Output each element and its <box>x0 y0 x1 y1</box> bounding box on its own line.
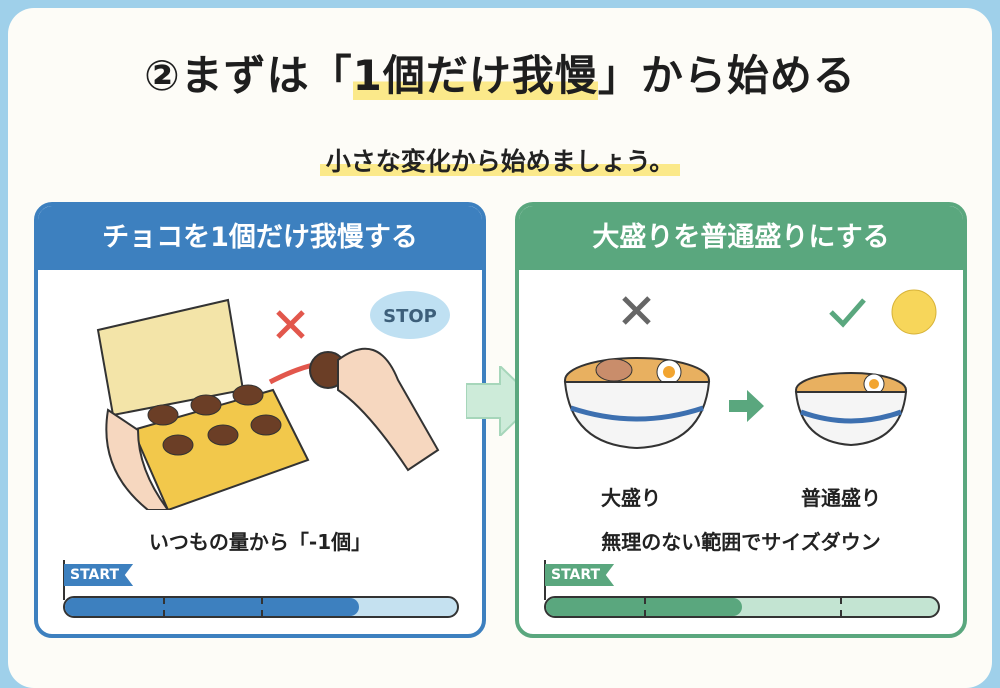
title-suffix: 」から始める <box>597 51 856 100</box>
progress-bar <box>63 596 459 618</box>
progress-tick <box>644 598 646 616</box>
ramen-bowls-illustration <box>563 289 937 450</box>
ramen-panel-header: 大盛りを普通盛りにする <box>519 206 963 270</box>
chocolate-caption: いつもの量から「-1個」 <box>148 530 372 554</box>
smiley-icon <box>891 289 937 335</box>
start-flag: START <box>545 564 615 586</box>
subtitle-text: 小さな変化から始めましょう。 <box>319 147 681 176</box>
title-highlight: 1個だけ我慢 <box>352 51 598 100</box>
page-title: ②まずは「1個だけ我慢」から始める <box>0 42 1000 103</box>
x-mark-icon <box>276 310 305 339</box>
ramen-panel: 大盛りを普通盛りにする 大盛り 普通盛り 無理のない範囲でサイズダウン STAR… <box>515 202 967 638</box>
chocolate-panel: チョコを1個だけ我慢する STOP いつもの量から「-1個」 START <box>34 202 486 638</box>
title-prefix: ②まずは「 <box>144 51 353 100</box>
progress-tick <box>163 598 165 616</box>
large-bowl-label: 大盛り <box>601 486 661 510</box>
normal-bowl-label: 普通盛り <box>801 486 881 510</box>
x-mark-icon <box>622 296 651 325</box>
progress-bar <box>544 596 940 618</box>
progress-tick <box>261 598 263 616</box>
ramen-caption: 無理のない範囲でサイズダウン <box>601 530 881 554</box>
subtitle: 小さな変化から始めましょう。 <box>0 142 1000 178</box>
progress-tick <box>840 598 842 616</box>
chocolate-box-illustration: STOP <box>96 291 450 510</box>
check-icon <box>829 298 866 328</box>
chocolate-panel-header: チョコを1個だけ我慢する <box>38 206 482 270</box>
start-flag: START <box>64 564 134 586</box>
progress-fill <box>65 598 359 616</box>
stop-bubble-text: STOP <box>383 306 437 327</box>
